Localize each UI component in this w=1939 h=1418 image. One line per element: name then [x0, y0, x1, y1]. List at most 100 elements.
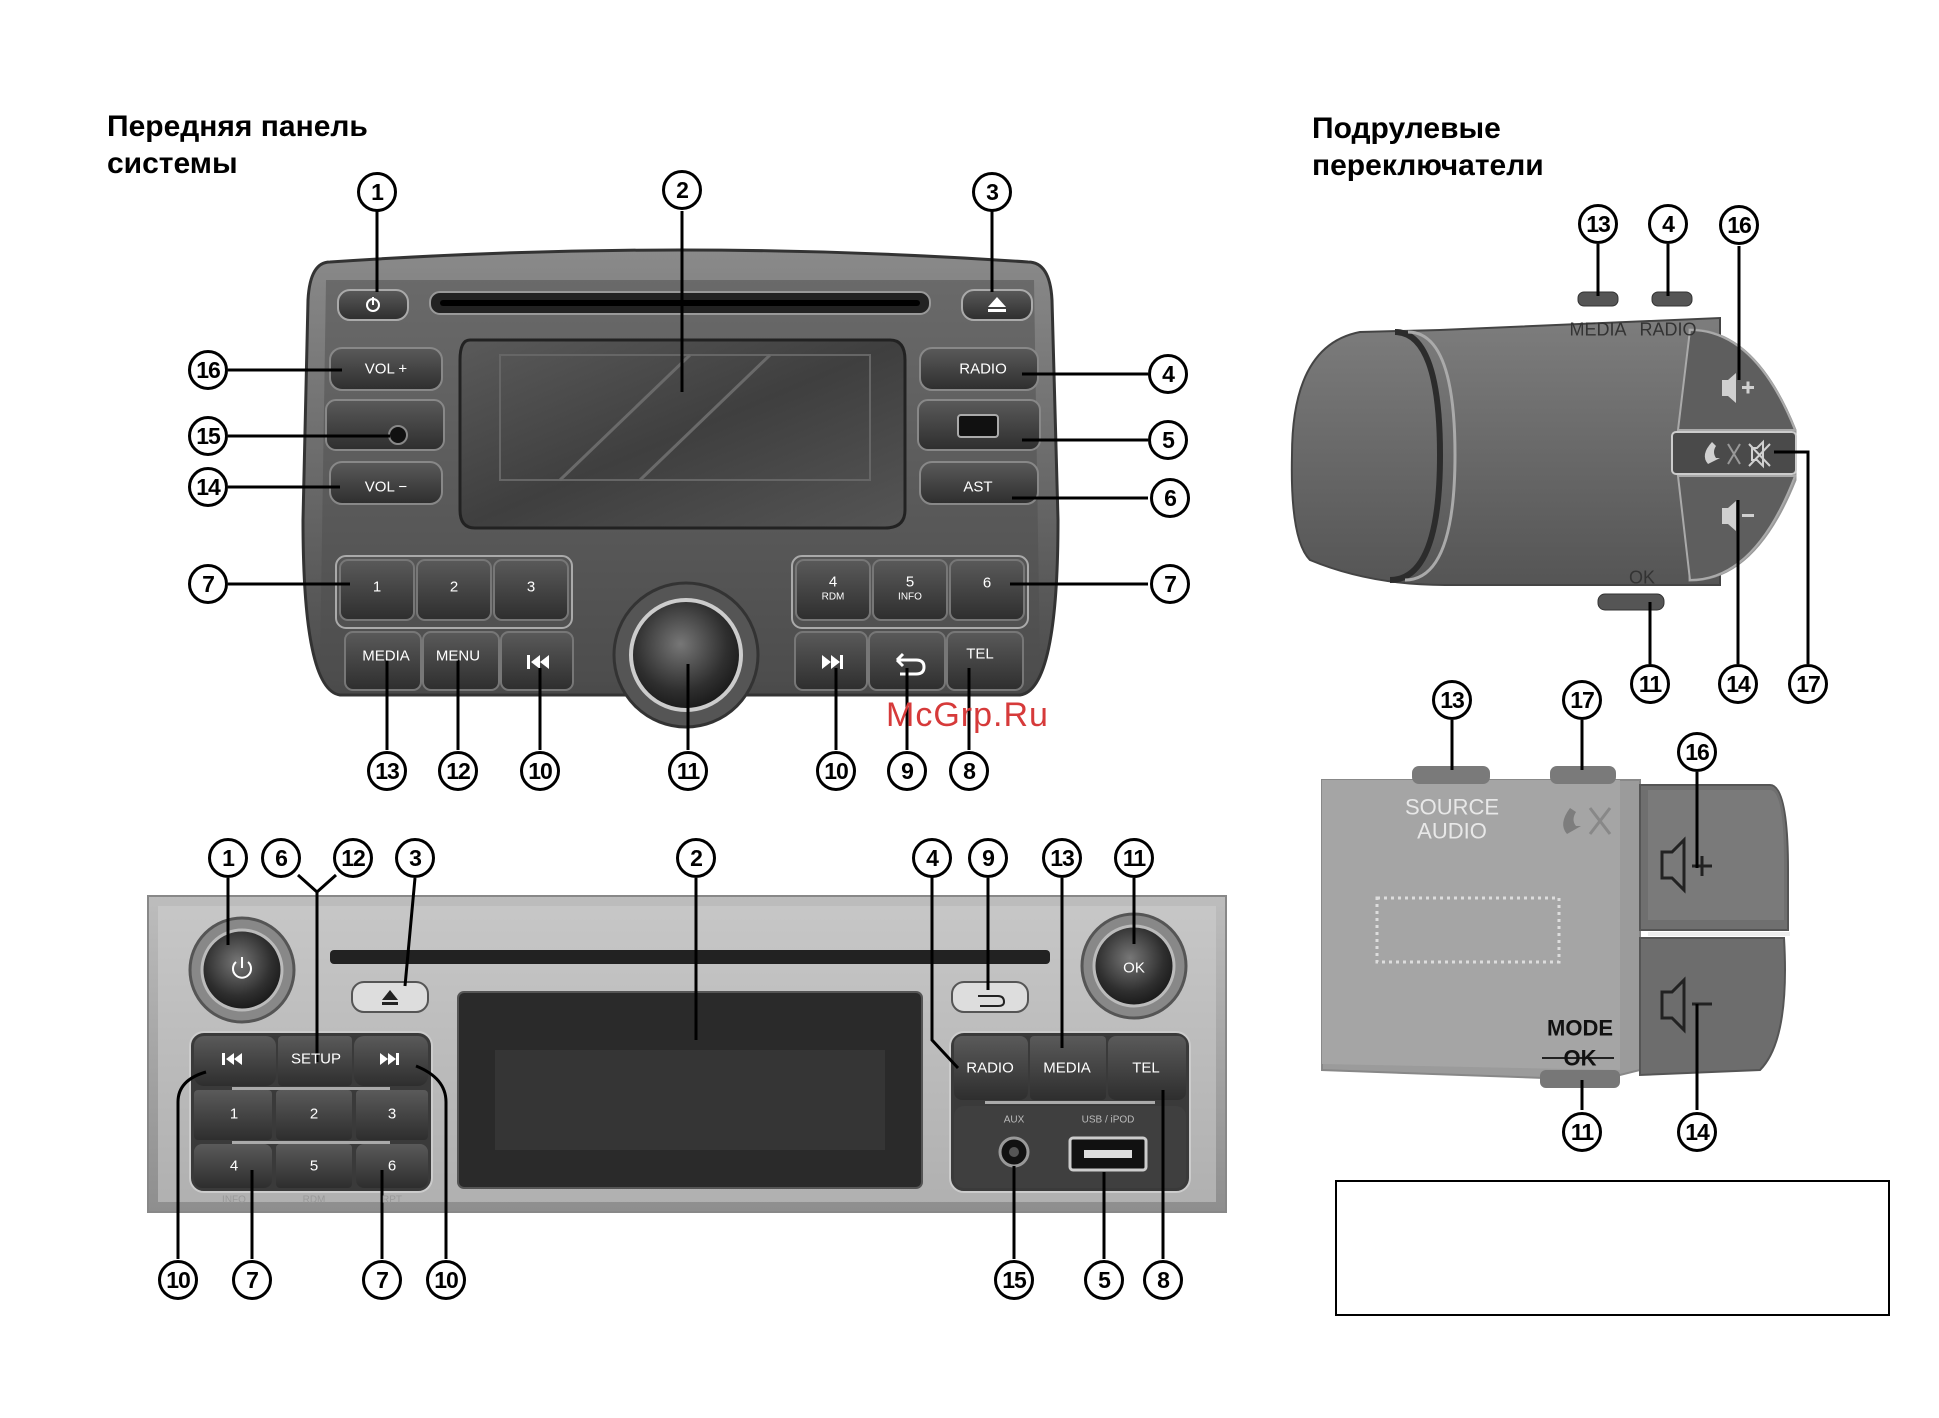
- callout-p1-15: 15: [188, 416, 228, 456]
- callout-p1-4: 4: [1148, 354, 1188, 394]
- p2-tel-button[interactable]: [1108, 1036, 1186, 1100]
- p2-preset-6-button[interactable]: [356, 1144, 428, 1188]
- p1-aux-button[interactable]: [325, 399, 445, 451]
- p2-preset-1-button[interactable]: [194, 1090, 272, 1140]
- p2-preset-3-button[interactable]: [356, 1090, 428, 1140]
- p2-media-button[interactable]: [1030, 1036, 1106, 1100]
- callout-p2-1: 1: [208, 838, 248, 878]
- callout-p1-5: 5: [1148, 420, 1188, 460]
- p1-preset-1-label: 1: [372, 578, 382, 596]
- p2-radio-button[interactable]: [954, 1036, 1028, 1100]
- callout-p2-13: 13: [1042, 838, 1082, 878]
- callout-p1-10-right: 10: [816, 751, 856, 791]
- p1-menu-label: MENU: [435, 647, 481, 665]
- callout-p2-5: 5: [1084, 1260, 1124, 1300]
- p1-menu-button[interactable]: [422, 631, 500, 691]
- p1-media-button[interactable]: [344, 631, 422, 691]
- steering-stalk-2: [1321, 766, 1790, 1088]
- empty-note-box: [1335, 1180, 1890, 1316]
- p1-preset-5-sublabel: INFO: [898, 591, 922, 603]
- p2-preset-2-button[interactable]: [276, 1090, 352, 1140]
- p2-setup-button[interactable]: [278, 1036, 352, 1086]
- callout-p1-16: 16: [188, 350, 228, 390]
- p1-preset-2-label: 2: [449, 578, 459, 596]
- steering-stalk-1: [1290, 291, 1797, 611]
- p2-ok-label: OK: [1123, 959, 1145, 977]
- p1-preset-6-button[interactable]: [949, 559, 1025, 621]
- callout-p1-12: 12: [438, 751, 478, 791]
- p1-radio-button[interactable]: [919, 347, 1039, 391]
- p2-power-knob[interactable]: [200, 928, 284, 1012]
- p2-leader-lines: [176, 873, 1165, 1259]
- p1-preset-3-button[interactable]: [493, 559, 569, 621]
- s2-volume-up-button[interactable]: [1648, 790, 1784, 920]
- p2-eject-icon: [382, 990, 398, 1000]
- s2-source-audio-button[interactable]: [1412, 766, 1490, 784]
- p1-preset-6-label: 6: [982, 574, 992, 592]
- p1-preset-1-button[interactable]: [339, 559, 415, 621]
- callout-p1-7-left: 7: [188, 564, 228, 604]
- p1-skip-next-icon: [822, 655, 843, 669]
- p2-media-label: MEDIA: [1043, 1059, 1091, 1077]
- s2-volume-down-button[interactable]: [1639, 937, 1786, 1077]
- p2-skip-previous-icon: [222, 1053, 242, 1065]
- callout-s2-14: 14: [1677, 1112, 1717, 1152]
- callout-p1-10-left: 10: [520, 751, 560, 791]
- callout-p2-6: 6: [261, 838, 301, 878]
- s1-radio-button[interactable]: [1651, 291, 1693, 307]
- p1-leader-lines: [228, 211, 1148, 750]
- p2-tel-label: TEL: [1132, 1059, 1160, 1077]
- s1-volume-up-button[interactable]: [1676, 328, 1797, 431]
- callout-p2-11: 11: [1114, 838, 1154, 878]
- s1-ok-label: OK: [1628, 567, 1656, 588]
- s2-phone-icon: [1563, 807, 1612, 835]
- p2-skip-next-icon: [380, 1053, 399, 1065]
- callout-p1-3: 3: [972, 172, 1012, 212]
- p1-main-knob[interactable]: [629, 598, 743, 712]
- s2-phone-button[interactable]: [1550, 766, 1616, 784]
- p2-preset-5-button[interactable]: [276, 1144, 352, 1188]
- p1-vol-minus-button[interactable]: [329, 461, 443, 505]
- p1-preset-2-button[interactable]: [416, 559, 492, 621]
- p1-tel-button[interactable]: [946, 631, 1024, 691]
- p2-aux-label: AUX: [1003, 1114, 1025, 1126]
- s2-volume-up-icon: [1660, 836, 1712, 894]
- callout-p1-1: 1: [357, 172, 397, 212]
- front-panel-device-1: [301, 248, 1060, 729]
- callout-p2-12: 12: [333, 838, 373, 878]
- callout-p2-7-left: 7: [232, 1260, 272, 1300]
- p1-radio-label: RADIO: [959, 360, 1007, 378]
- p2-rdm-label: RDM: [302, 1194, 326, 1206]
- callout-s1-4: 4: [1648, 204, 1688, 244]
- s2-leader-lines: [1450, 720, 1699, 1110]
- callout-s1-16: 16: [1719, 205, 1759, 245]
- callout-s2-13: 13: [1432, 680, 1472, 720]
- callout-p1-14: 14: [188, 467, 228, 507]
- callout-p1-8: 8: [949, 751, 989, 791]
- s1-ok-button[interactable]: [1597, 593, 1665, 611]
- callout-p2-2: 2: [676, 838, 716, 878]
- callout-p2-7-right: 7: [362, 1260, 402, 1300]
- s2-source-label: SOURCE: [1404, 794, 1500, 820]
- p2-preset-2-label: 2: [309, 1105, 319, 1123]
- s2-mode-ok-button[interactable]: [1540, 1070, 1620, 1088]
- front-panel-title: Передняя панель системы: [107, 108, 368, 182]
- callout-p2-3: 3: [395, 838, 435, 878]
- p1-vol-plus-label: VOL +: [364, 360, 408, 378]
- p1-preset-5-button[interactable]: [872, 559, 948, 621]
- callout-s2-16: 16: [1677, 732, 1717, 772]
- p1-usb-port-icon: [957, 414, 999, 438]
- p2-prev-button[interactable]: [194, 1036, 276, 1086]
- s2-volume-down-icon: [1660, 976, 1712, 1034]
- p1-ast-button[interactable]: [919, 461, 1039, 505]
- p1-skip-previous-icon: [527, 655, 549, 669]
- s1-leader-lines: [1596, 244, 1810, 664]
- p1-aux-jack-icon: [388, 425, 408, 445]
- s1-volume-up-icon: [1722, 373, 1754, 403]
- p1-preset-4-button[interactable]: [795, 559, 871, 621]
- callout-p2-10-right: 10: [426, 1260, 466, 1300]
- p1-preset-4-sublabel: RDM: [821, 591, 845, 603]
- p2-preset-1-label: 1: [229, 1105, 239, 1123]
- p2-setup-label: SETUP: [290, 1050, 342, 1068]
